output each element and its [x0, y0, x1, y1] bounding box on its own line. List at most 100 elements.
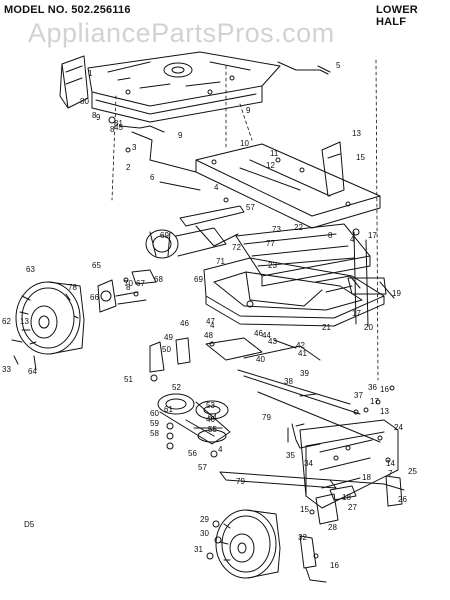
misc-fasteners — [108, 116, 395, 559]
callout-79: 79 — [236, 477, 245, 486]
callout-13: 13 — [352, 129, 361, 138]
callout-56: 56 — [188, 449, 197, 458]
callout-73: 73 — [272, 225, 281, 234]
rear-frame — [299, 419, 399, 509]
link-rod — [277, 61, 331, 75]
callout-79: 79 — [262, 413, 271, 422]
callout-72: 72 — [232, 243, 241, 252]
callout-44: 44 — [262, 331, 271, 340]
front-axle — [219, 471, 405, 491]
callout-46: 46 — [254, 329, 263, 338]
callout-18: 18 — [362, 473, 371, 482]
spindle — [11, 339, 37, 371]
callout-36: 36 — [368, 383, 377, 392]
callout-62: 62 — [2, 317, 11, 326]
callout-68: 68 — [154, 275, 163, 284]
wheel-hardware — [206, 520, 222, 560]
callout-25: 25 — [408, 467, 417, 476]
callout-60: 60 — [150, 409, 159, 418]
callout-9: 9 — [96, 113, 101, 122]
steering-linkage — [119, 125, 201, 191]
frame-rail — [195, 143, 381, 229]
callout-77: 77 — [266, 239, 275, 248]
callout-65: 65 — [92, 261, 101, 270]
callout-8: 8 — [110, 125, 115, 134]
callout-21: 21 — [322, 323, 331, 332]
callout-6: 6 — [150, 173, 155, 182]
callout-64: 64 — [28, 367, 37, 376]
callout-50: 50 — [162, 345, 171, 354]
callout-12: 12 — [266, 161, 275, 170]
callout-33: 33 — [2, 365, 11, 374]
callout-49: 49 — [164, 333, 173, 342]
right-front-wheel — [215, 509, 281, 579]
callout-9: 9 — [178, 131, 183, 140]
mower-deck — [203, 257, 385, 327]
callout-4: 4 — [218, 445, 223, 454]
callout-46: 46 — [206, 415, 215, 424]
callout-34: 34 — [304, 459, 313, 468]
callout-16: 16 — [330, 561, 339, 570]
callout-17: 17 — [352, 309, 361, 318]
diagram-code: D5 — [24, 520, 35, 529]
callout-59: 59 — [150, 419, 159, 428]
pedal-linkage — [205, 337, 321, 361]
callout-78: 78 — [68, 283, 77, 292]
king-pin — [299, 535, 327, 583]
callout-41: 41 — [298, 349, 307, 358]
callout-26: 26 — [398, 495, 407, 504]
chassis-plate — [87, 51, 281, 123]
callout-57: 57 — [198, 463, 207, 472]
callout-8: 8 — [126, 283, 131, 292]
callout-30: 30 — [200, 529, 209, 538]
pulley-stack — [157, 393, 231, 445]
callout-19: 19 — [392, 289, 401, 298]
callout-15: 15 — [356, 153, 365, 162]
callout-63: 63 — [26, 265, 35, 274]
callout-17: 17 — [368, 231, 377, 240]
callout-11: 11 — [270, 149, 279, 158]
callout-38: 38 — [284, 377, 293, 386]
section-title: LOWER HALF — [376, 4, 418, 28]
callout-22: 22 — [294, 223, 303, 232]
callout-15: 15 — [300, 505, 309, 514]
callout-28: 28 — [328, 523, 337, 532]
callout-39: 39 — [300, 369, 309, 378]
callout-70: 70 — [124, 279, 133, 288]
callout-52: 52 — [172, 383, 181, 392]
callout-37: 37 — [354, 391, 363, 400]
part-callouts: 1234444567888899910111213131314151516161… — [2, 61, 417, 570]
callout-32: 32 — [298, 533, 307, 542]
callout-9: 9 — [246, 106, 251, 115]
callout-4: 4 — [350, 235, 355, 244]
pulley-hardware — [166, 422, 218, 458]
callout-81: 81 — [114, 119, 123, 128]
callout-51: 51 — [124, 375, 133, 384]
callout-71: 71 — [216, 257, 225, 266]
callout-27: 27 — [348, 503, 357, 512]
callout-13: 13 — [20, 317, 29, 326]
callout-7: 7 — [388, 469, 393, 478]
callout-80: 80 — [80, 97, 89, 106]
callout-45: 45 — [114, 123, 123, 132]
callout-18: 18 — [342, 493, 351, 502]
callout-16: 16 — [380, 385, 389, 394]
callout-67: 67 — [136, 279, 145, 288]
callout-3: 3 — [132, 143, 137, 152]
callout-23: 23 — [268, 261, 277, 270]
callout-13: 13 — [380, 407, 389, 416]
callout-53: 53 — [206, 401, 215, 410]
model-number: MODEL NO. 502.256116 — [4, 4, 131, 16]
callout-10: 10 — [240, 139, 249, 148]
watermark: AppliancePartsPros.com — [28, 18, 335, 48]
deck-cover — [235, 223, 371, 287]
callout-17: 17 — [370, 397, 379, 406]
callout-29: 29 — [200, 515, 209, 524]
clutch-pulley — [145, 227, 227, 259]
upright-bracket — [321, 141, 345, 197]
left-mount-bracket — [59, 55, 89, 109]
bent-tube — [287, 423, 321, 449]
rear-bracket — [347, 277, 387, 295]
